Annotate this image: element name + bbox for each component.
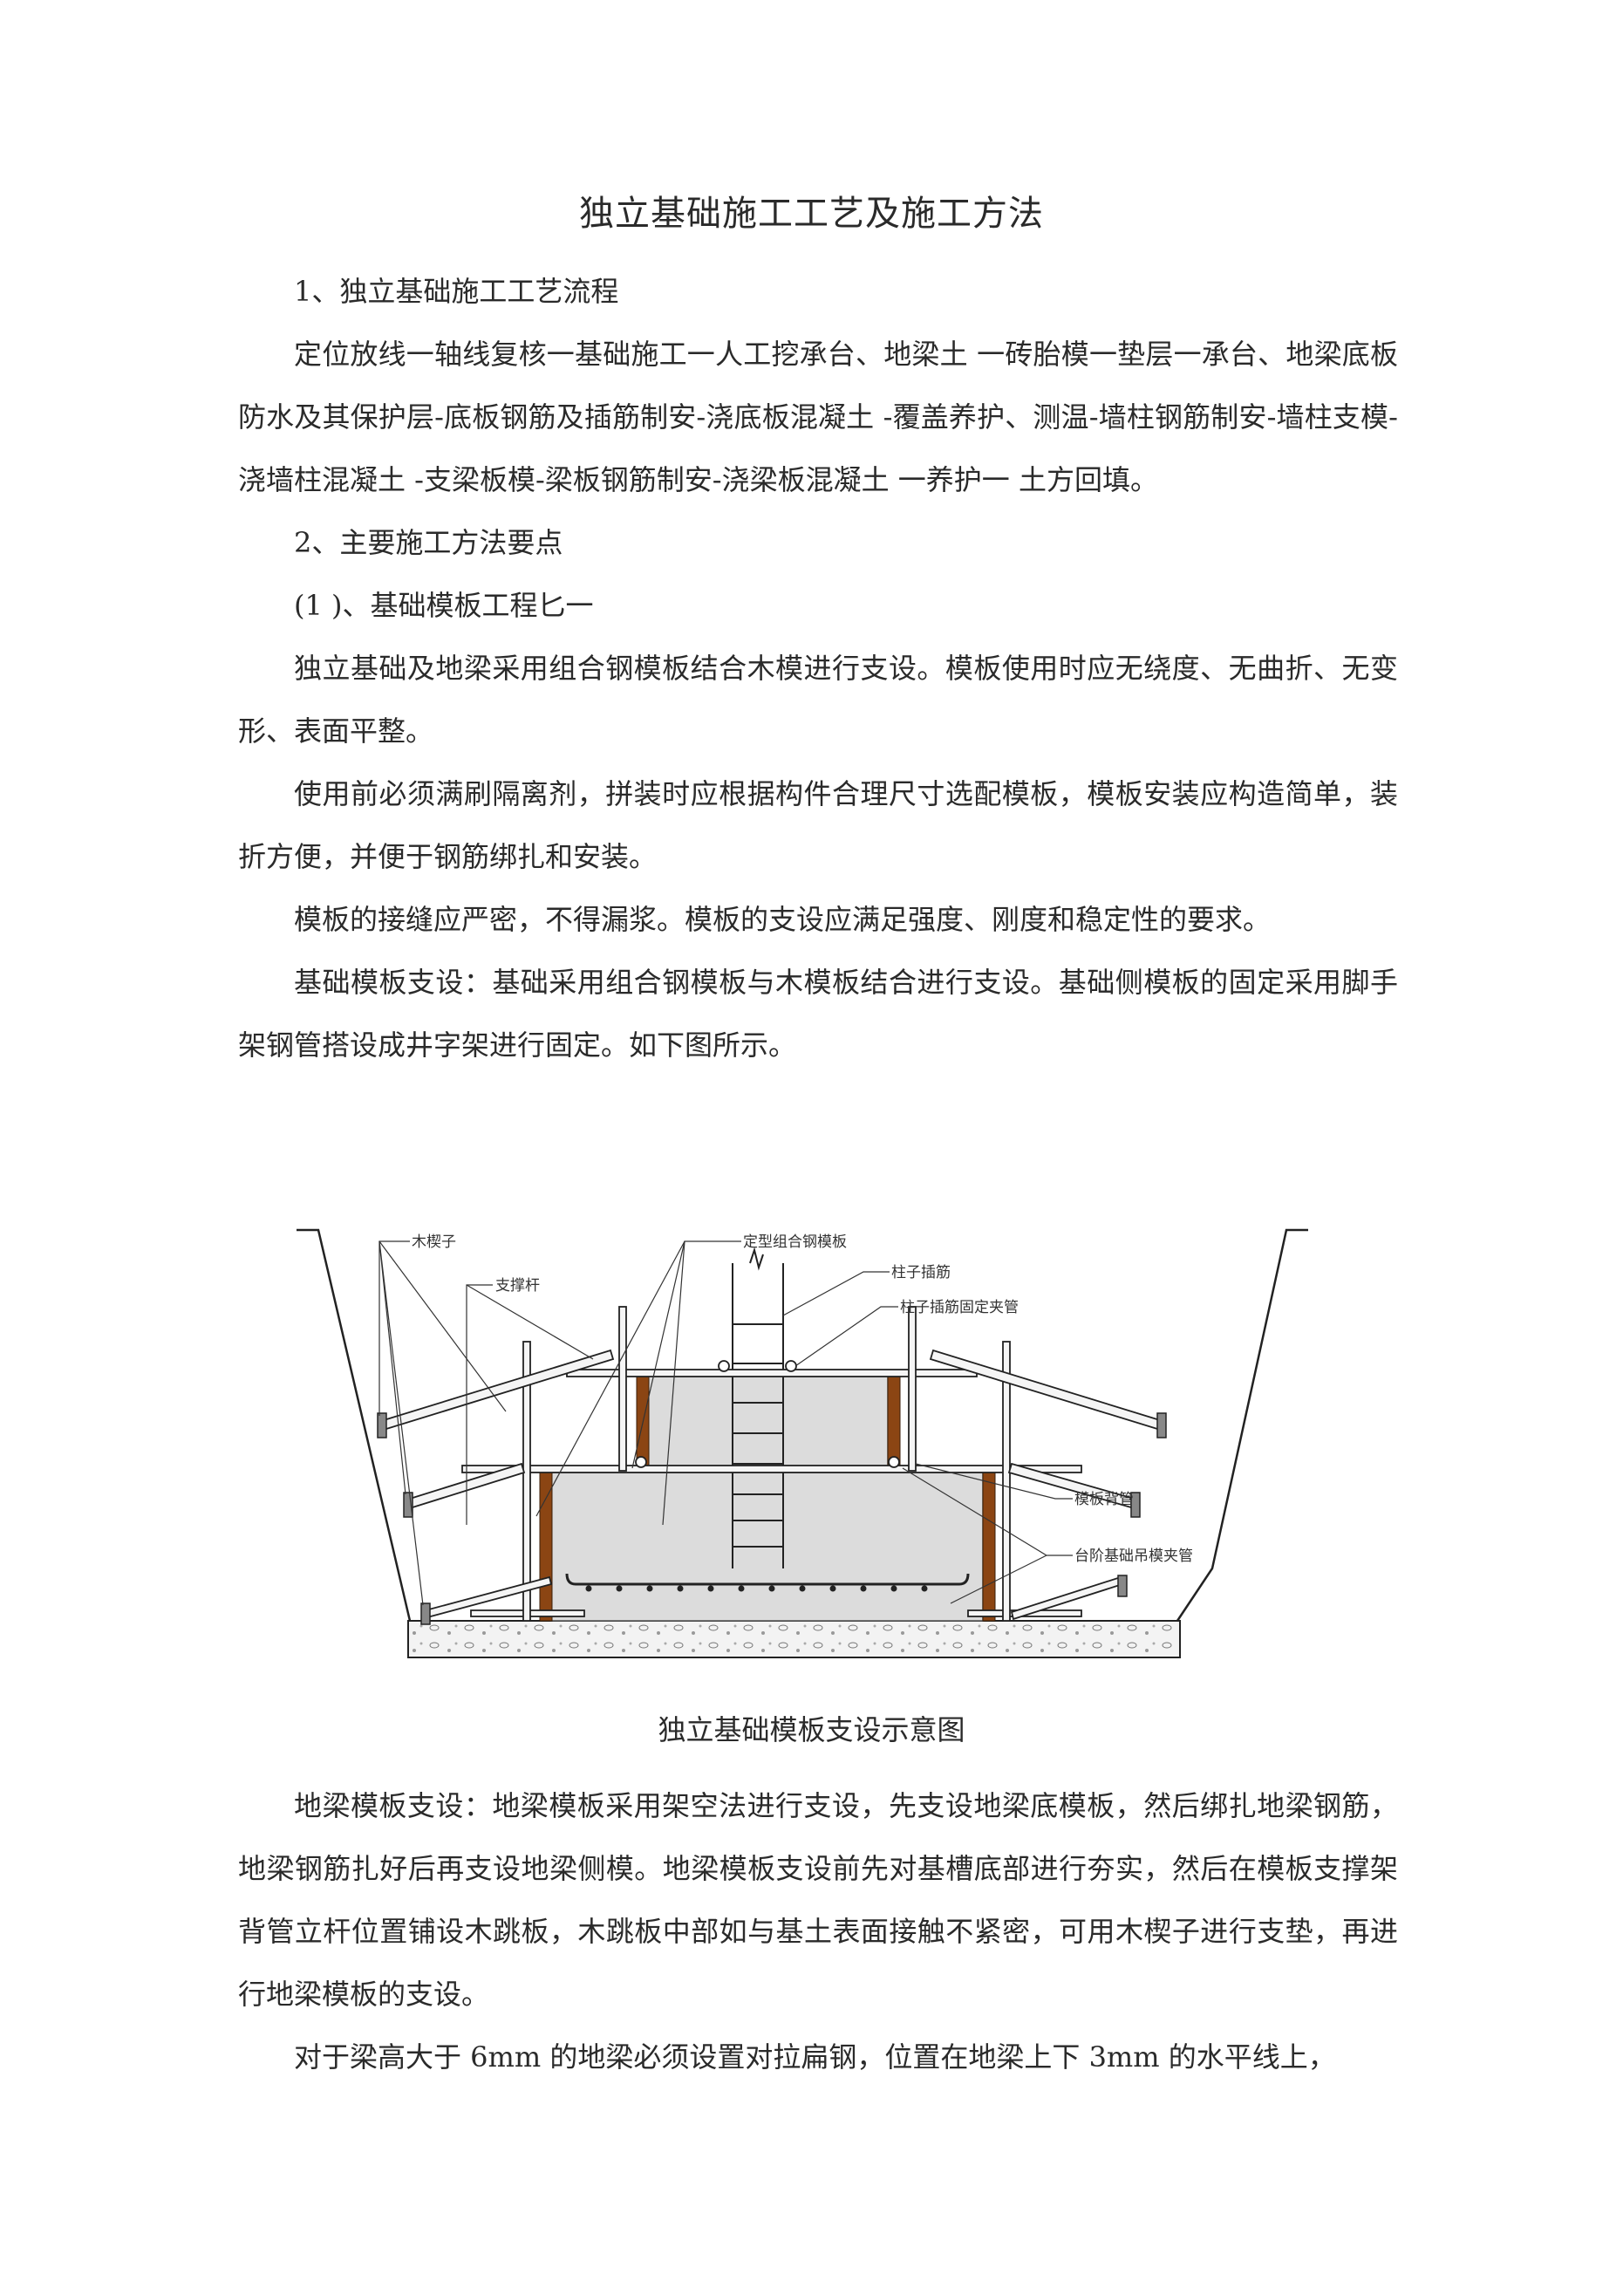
paragraph: 使用前必须满刷隔离剂，拼装时应根据构件合理尺寸选配模板，模板安装应构造简单，装折… [238,777,1398,873]
paragraph: 基础模板支设：基础采用组合钢模板与木模板结合进行支设。基础侧模板的固定采用脚手架… [238,966,1398,1062]
foundation-formwork-diagram: 木楔子 支撑杆 定型组合钢模板 柱子插筋 柱子插筋固定夹管 模板背管 台阶基础吊… [297,1228,1308,1658]
vertical-pipes [522,1306,1011,1622]
text-block-before-figure: 1、独立基础施工工艺流程 定位放线一轴线复核一基础施工一人工挖承台、地梁土 一砖… [238,260,1398,1076]
label-back-pipe: 模板背管 [1074,1491,1134,1508]
label-brace: 支撑杆 [495,1277,540,1295]
label-step-clamp: 台阶基础吊模夹管 [1074,1548,1193,1565]
pipe-clamps [635,1360,900,1468]
paragraph: (1 )、基础模板工程匕一 [294,589,594,622]
text-block-after-figure: 地梁模板支设：地梁模板采用架空法进行支设，先支设地梁底模板，然后绑扎地梁钢筋，地… [238,1774,1398,2088]
label-column-rebar: 柱子插筋 [891,1264,951,1281]
paragraph: 模板的接缝应严密，不得漏浆。模板的支设应满足强度、刚度和稳定性的要求。 [294,903,1272,936]
paragraph: 2、主要施工方法要点 [294,526,563,559]
column-rebar-cage [732,1247,784,1568]
label-wood-wedge: 木楔子 [412,1233,456,1251]
figure-caption: 独立基础模板支设示意图 [658,1713,965,1746]
bottom-rebar-mesh [565,1573,970,1592]
upper-step-concrete [647,1374,889,1472]
paragraph: 独立基础及地梁采用组合钢模板结合木模进行支设。模板使用时应无绕度、无曲折、无变形… [238,652,1398,748]
wood-wedges [377,1412,1167,1625]
paragraph: 1、独立基础施工工艺流程 [294,275,619,308]
paragraph: 定位放线一轴线复核一基础施工一人工挖承台、地梁土 一砖胎模一垫层一承台、地梁底板… [238,338,1398,496]
label-steel-formwork: 定型组合钢模板 [743,1233,847,1251]
leader-lines [378,1240,1073,1606]
document-title: 独立基础施工工艺及施工方法 [579,194,1044,234]
label-rebar-clamp: 柱子插筋固定夹管 [900,1299,1019,1316]
paragraph: 对于梁高大于 6mm 的地梁必须设置对拉扁钢，位置在地梁上下 3mm 的水平线上… [294,2040,1336,2074]
paragraph: 地梁模板支设：地梁模板采用架空法进行支设，先支设地梁底模板，然后绑扎地梁钢筋，地… [238,1789,1398,2011]
excavation-slopes [297,1228,1308,1622]
cushion-layer [407,1620,1181,1658]
